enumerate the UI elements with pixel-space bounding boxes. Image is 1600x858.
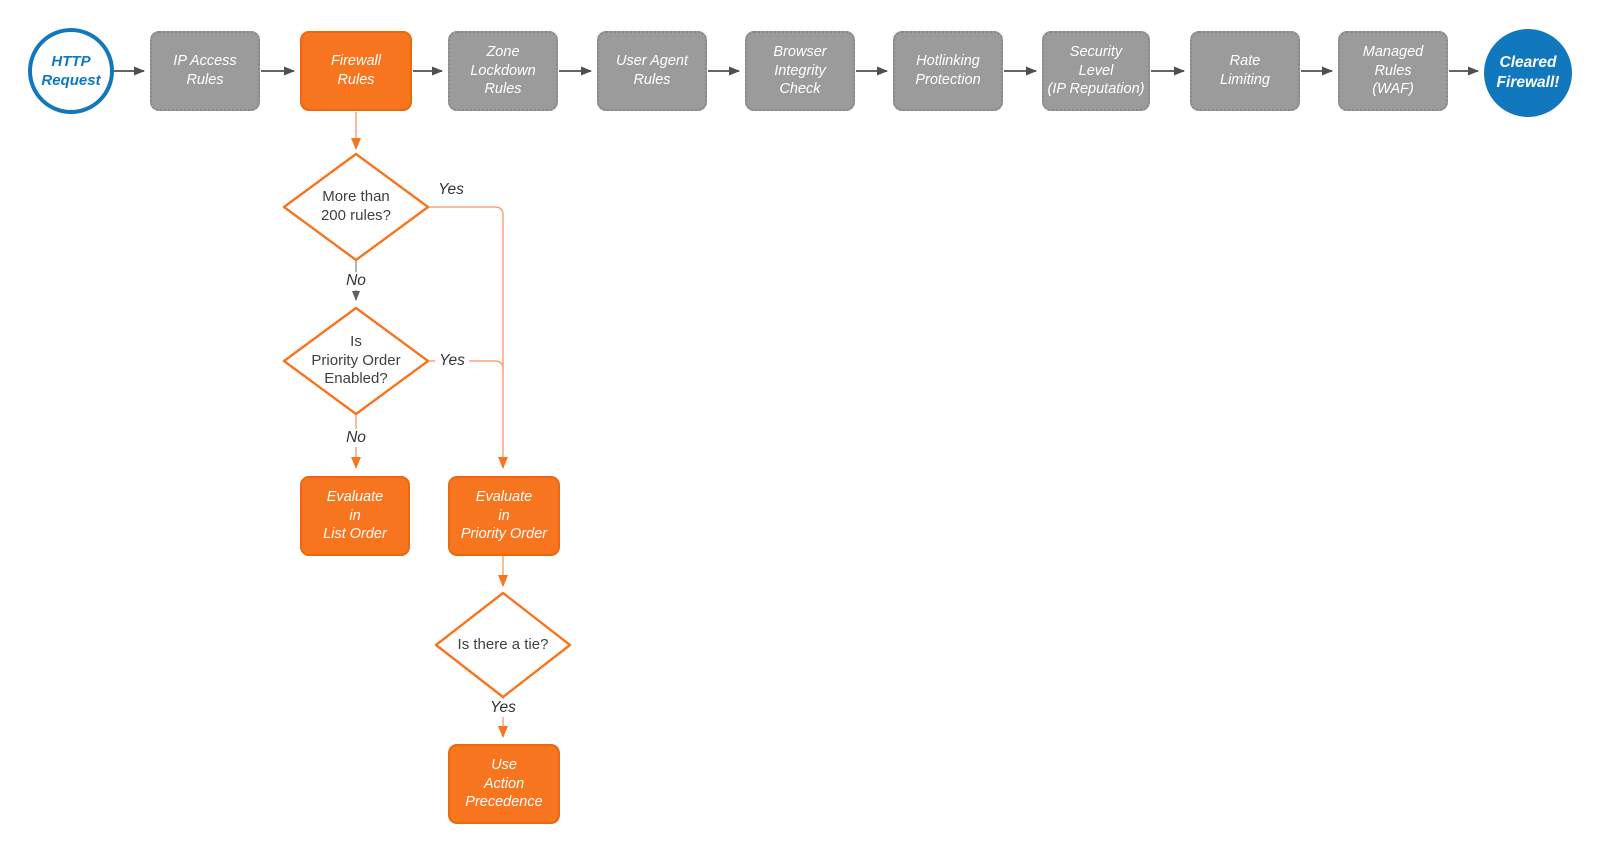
action-label: Use Action Precedence (465, 756, 543, 811)
action-evaluate-priority-order: Evaluate in Priority Order (448, 476, 560, 556)
stage-zone-lockdown-rules: Zone Lockdown Rules (448, 31, 558, 111)
stage-label: IP Access Rules (173, 53, 237, 88)
start-node-http-request: HTTP Request (28, 28, 114, 114)
stage-label: Hotlinking Protection (915, 53, 981, 88)
stage-firewall-rules: Firewall Rules (300, 31, 412, 111)
stage-managed-rules-waf: Managed Rules (WAF) (1338, 31, 1448, 111)
stage-label: Zone Lockdown Rules (470, 43, 536, 98)
stage-browser-integrity-check: Browser Integrity Check (745, 31, 855, 111)
end-node-label: Cleared Firewall! (1496, 53, 1560, 91)
stage-label: Rate Limiting (1220, 53, 1270, 88)
connector-yes-priority-enabled-join (428, 360, 504, 370)
stage-label: Browser Integrity Check (773, 43, 827, 98)
edge-label-priority-order-no: No (342, 429, 370, 447)
action-label: Evaluate in List Order (323, 488, 387, 543)
action-use-action-precedence: Use Action Precedence (448, 744, 560, 824)
action-evaluate-list-order: Evaluate in List Order (300, 476, 410, 556)
stage-label: User Agent Rules (616, 53, 688, 88)
stage-rate-limiting: Rate Limiting (1190, 31, 1300, 111)
edge-label-priority-order-yes: Yes (435, 352, 469, 370)
stage-security-level: Security Level (IP Reputation) (1042, 31, 1150, 111)
stage-label: Security Level (IP Reputation) (1047, 43, 1145, 98)
decision-tie-diamond (434, 591, 572, 699)
stage-label: Firewall Rules (331, 53, 381, 88)
connector-yes-rule-count-to-priority-order-action (428, 206, 508, 469)
stage-hotlinking-protection: Hotlinking Protection (893, 31, 1003, 111)
stage-label: Managed Rules (WAF) (1362, 43, 1424, 98)
edge-label-rule-count-no: No (342, 272, 370, 290)
decision-rule-count-diamond (282, 152, 430, 262)
edge-label-tie-yes: Yes (486, 699, 520, 717)
end-node-cleared-firewall: Cleared Firewall! (1484, 29, 1572, 117)
edge-label-rule-count-yes: Yes (434, 181, 468, 199)
stage-ip-access-rules: IP Access Rules (150, 31, 260, 111)
start-node-label: HTTP Request (41, 52, 101, 90)
stage-user-agent-rules: User Agent Rules (597, 31, 707, 111)
decision-priority-order-diamond (282, 306, 430, 416)
action-label: Evaluate in Priority Order (460, 488, 548, 543)
